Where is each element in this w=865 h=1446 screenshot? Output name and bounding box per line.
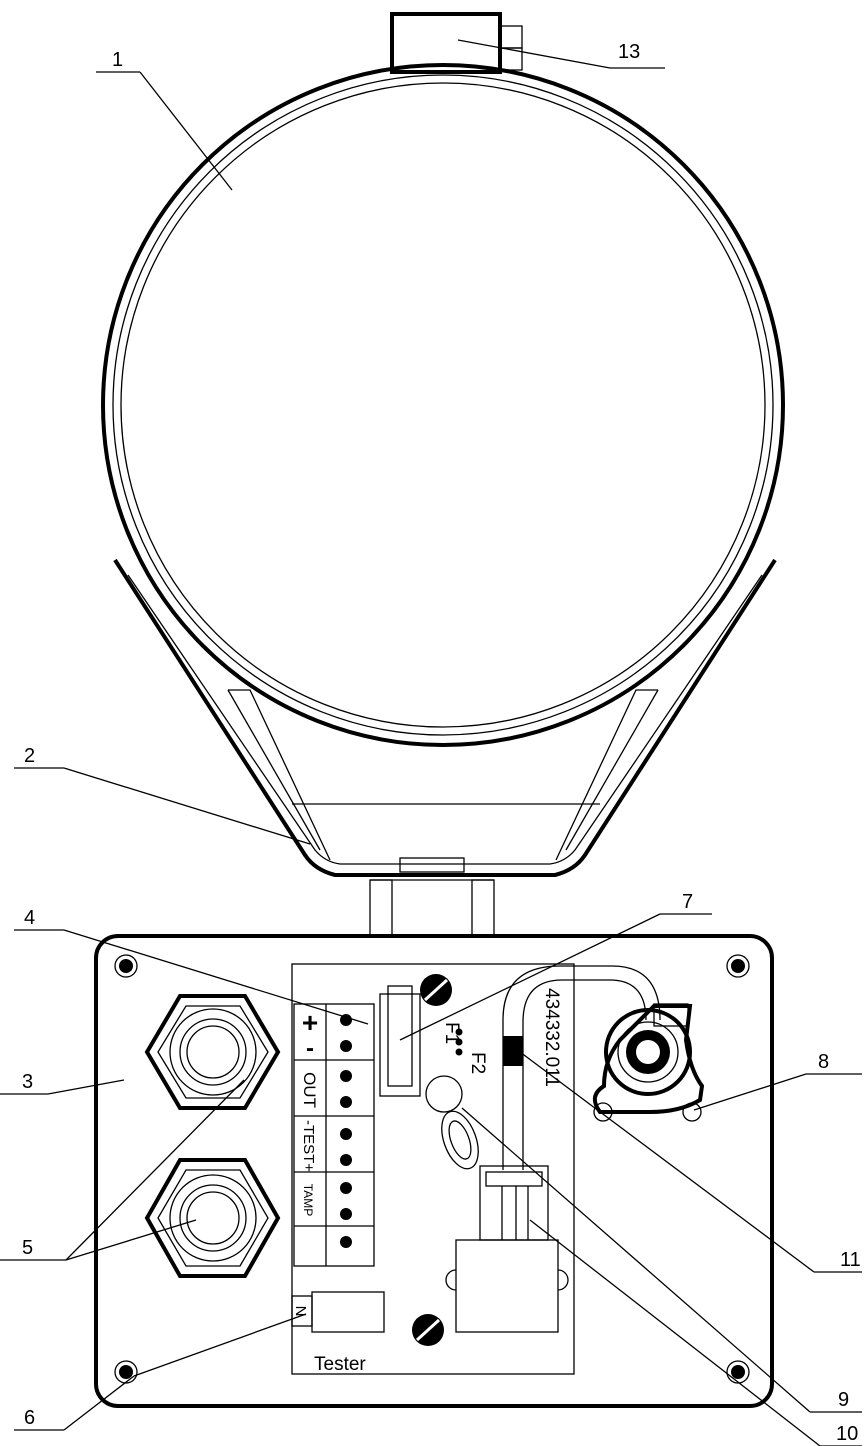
callout-4: 4: [24, 907, 35, 929]
callout-8: 8: [818, 1051, 829, 1073]
fuse-f2-label: F2: [467, 1052, 488, 1074]
strap-bracket: [113, 558, 777, 937]
callout-11: 11: [840, 1249, 861, 1271]
fuse-f1-label: F1: [441, 1022, 462, 1044]
callout-9: 9: [838, 1389, 849, 1411]
terminal-test-label: -TEST+: [300, 1120, 317, 1172]
fuse-holder: [379, 985, 421, 1097]
cable-gland-top: [144, 994, 281, 1110]
terminal-minus-label: -: [306, 1035, 314, 1062]
enclosure-box: [94, 934, 774, 1408]
pipe-ring: [101, 63, 785, 747]
callout-1: 1: [112, 49, 123, 71]
sensor-cable-gland: [592, 1003, 705, 1122]
tester-switch: N Tester: [291, 1291, 385, 1375]
circuit-board: + - OUT -TEST+ TAMP F1 F2: [291, 963, 575, 1375]
led-indicator: [425, 1075, 463, 1113]
tester-indicator-label: N: [292, 1306, 309, 1317]
callout-2: 2: [24, 745, 35, 767]
sensor-cable: [502, 965, 661, 1170]
sensor-connector: [445, 1165, 569, 1333]
callout-7: 7: [682, 891, 693, 913]
callout-5: 5: [22, 1237, 33, 1259]
terminal-plus-label: +: [302, 1007, 318, 1038]
terminal-tamp-label: TAMP: [301, 1184, 315, 1216]
callout-10: 10: [836, 1423, 858, 1445]
callout-13: 13: [618, 41, 640, 63]
callout-labels: 1 13 2 4 7 3 8 5 11 6 9 10: [22, 41, 861, 1445]
cable-gland-bottom: [144, 1158, 281, 1278]
tester-label: Tester: [314, 1354, 366, 1375]
callout-6: 6: [24, 1407, 35, 1429]
pcb-screw-bottom: [412, 1314, 444, 1346]
crystal-component: [441, 1110, 479, 1170]
leader-lines: [0, 39, 862, 1446]
part-number-label: 434332.011: [541, 988, 562, 1087]
terminal-block: + - OUT -TEST+ TAMP: [293, 1003, 375, 1267]
terminal-out-label: OUT: [300, 1072, 319, 1108]
pcb-screw-top: [420, 974, 452, 1006]
callout-3: 3: [22, 1071, 33, 1093]
